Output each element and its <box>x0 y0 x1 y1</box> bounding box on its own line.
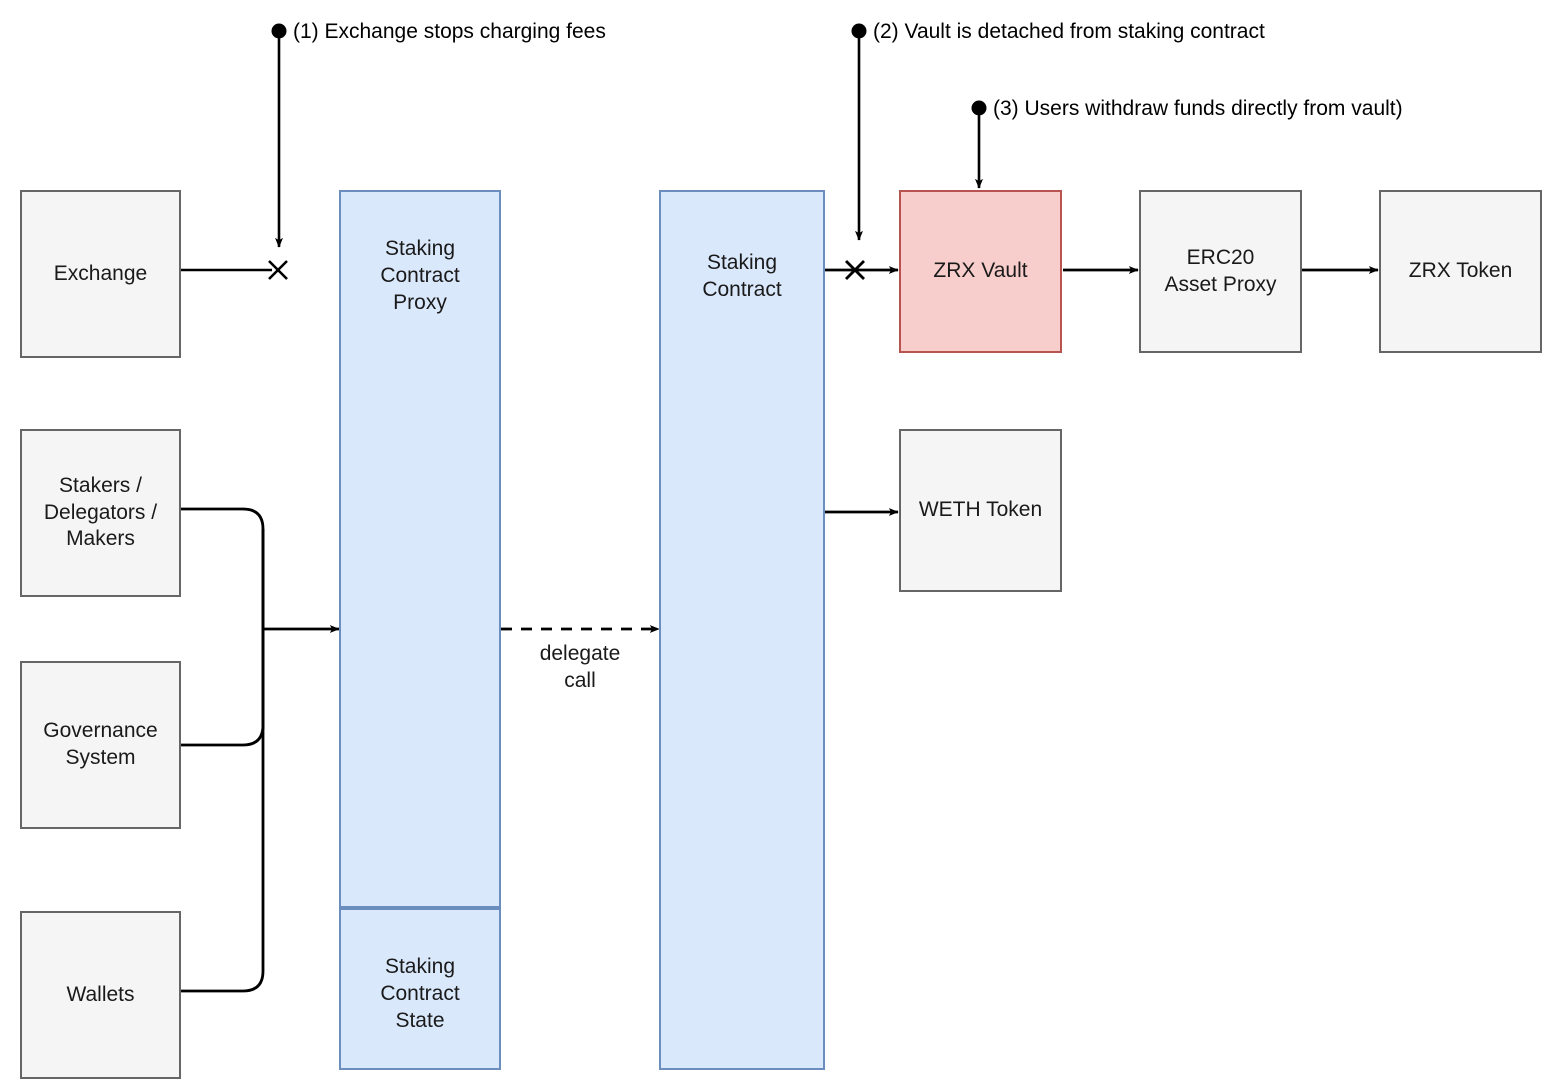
node-wallets[interactable]: Wallets <box>20 911 181 1079</box>
edge-label-delegate-call: delegate call <box>539 642 621 692</box>
node-staking-contract-proxy[interactable]: Staking Contract Proxy <box>339 190 501 908</box>
annotation-3-label: (3) Users withdraw funds directly from v… <box>993 97 1403 120</box>
node-staking-contract-state-label: Staking Contract State <box>380 955 460 1032</box>
node-exchange-label: Exchange <box>53 261 148 285</box>
node-governance-label: Governance System <box>43 719 158 769</box>
node-zrx-token-label: ZRX Token <box>1408 259 1513 283</box>
annotation-2-label: (2) Vault is detached from staking contr… <box>873 20 1265 43</box>
edge-staking-contract-to-zrx-vault <box>825 260 899 280</box>
annotation-3-leader <box>971 100 987 189</box>
node-exchange[interactable]: Exchange <box>20 190 181 358</box>
node-staking-contract-state[interactable]: Staking Contract State <box>339 908 501 1070</box>
node-zrx-vault[interactable]: ZRX Vault <box>899 190 1062 353</box>
node-stakers-delegators-makers[interactable]: Stakers / Delegators / Makers <box>20 429 181 597</box>
node-staking-contract-proxy-label: Staking Contract Proxy <box>380 237 460 314</box>
node-governance-system[interactable]: Governance System <box>20 661 181 829</box>
node-weth-token-label: WETH Token <box>918 498 1043 522</box>
node-staking-contract-label: Staking Contract <box>702 251 782 301</box>
node-staking-contract[interactable]: Staking Contract <box>659 190 825 1070</box>
annotation-1-leader <box>271 23 287 248</box>
node-zrx-vault-label: ZRX Vault <box>933 259 1028 283</box>
node-weth-token[interactable]: WETH Token <box>899 429 1062 592</box>
annotation-2-leader <box>851 23 867 241</box>
node-erc20-asset-proxy-label: ERC20 Asset Proxy <box>1164 245 1277 296</box>
edge-exchange-to-staking-proxy <box>181 260 288 280</box>
node-zrx-token[interactable]: ZRX Token <box>1379 190 1542 353</box>
node-wallets-label: Wallets <box>66 982 135 1006</box>
node-stakers-label: Stakers / Delegators / Makers <box>43 473 158 551</box>
annotation-1-label: (1) Exchange stops charging fees <box>293 20 606 43</box>
edge-actors-to-staking-proxy <box>181 507 340 993</box>
node-erc20-asset-proxy[interactable]: ERC20 Asset Proxy <box>1139 190 1302 353</box>
